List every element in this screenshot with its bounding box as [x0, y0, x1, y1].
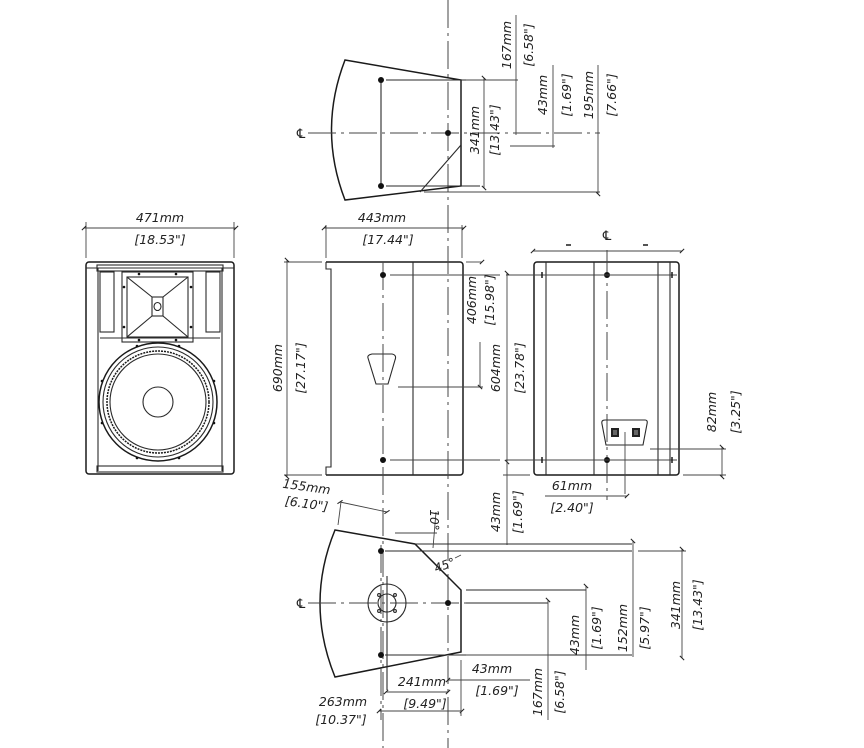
rigging-point-icon	[378, 652, 384, 658]
top-d2-mm: 43mm	[535, 75, 550, 115]
bottom-width-in: [13.43"]	[690, 579, 705, 630]
side-depth-mm: 443mm	[358, 210, 406, 225]
dim-263-in: [10.37"]	[315, 712, 366, 727]
front-bottom-rail	[96, 465, 224, 473]
front-view: 471mm [18.53"]	[81, 210, 239, 475]
angle-10-label: 10°	[427, 509, 441, 530]
connector-offset-mm: 61mm	[552, 478, 592, 493]
side-depth-in: [17.44"]	[362, 232, 413, 247]
side-front-lip	[325, 262, 332, 475]
top-d1-in: [6.58"]	[521, 23, 536, 66]
bottom-enclosure-outline	[319, 529, 462, 678]
top-d3-mm: 195mm	[581, 71, 596, 119]
rigging-point-icon	[378, 77, 384, 83]
horn-tweeter-icon	[121, 271, 194, 343]
front-width-in: [18.53"]	[134, 232, 185, 247]
bottom-offset-mm: 155mm	[282, 476, 332, 498]
angle-10-mark	[432, 511, 437, 549]
dim-241-in: [9.49"]	[403, 696, 446, 711]
centerline-symbol-icon: ℄	[296, 597, 306, 612]
rear-view: ℄ 82mm [3.25"] 61mm [2.40"] [23.78"	[488, 229, 743, 545]
side-height-in: [27.17"]	[293, 342, 308, 393]
front-enclosure-outline	[85, 261, 235, 475]
bottom-view: ℄ 10° 45° 341mm [13.43"] 152mm [5.97"] 4…	[296, 509, 705, 727]
dim-152-mm: 152mm	[615, 604, 630, 652]
handle-mm: 604mm	[488, 344, 503, 392]
dim-43-b-in: [1.69"]	[589, 606, 604, 649]
rigging-point-icon	[380, 457, 386, 463]
rigging-point-icon	[445, 130, 451, 136]
bottom-rig-mm: 43mm	[488, 492, 503, 532]
centerline-symbol-icon: ℄	[602, 229, 612, 244]
top-width-in: [13.43"]	[487, 104, 502, 155]
dim-167-b-mm: 167mm	[530, 668, 545, 716]
rigging-top-mm: 406mm	[464, 276, 479, 324]
top-d1-mm: 167mm	[499, 21, 514, 69]
pole-mount-socket-icon	[367, 576, 407, 690]
angle-45-mark	[454, 554, 462, 559]
dim-43-h-mm: 43mm	[472, 661, 512, 676]
front-top-rail	[96, 264, 224, 272]
bottom-offset-in: [6.10"]	[284, 493, 329, 514]
dim-155-ext	[337, 501, 342, 526]
dim-152-in: [5.97"]	[637, 606, 652, 649]
dim-43-b-mm: 43mm	[567, 615, 582, 655]
rigging-point-icon	[445, 600, 451, 606]
handle-icon	[367, 353, 397, 385]
rigging-span-in: [23.78"]	[512, 342, 527, 393]
rigging-top-in: [15.98"]	[482, 274, 497, 325]
angle-45-label: 45°	[432, 555, 457, 575]
front-left-pocket	[99, 271, 115, 333]
top-d2-in: [1.69"]	[559, 73, 574, 116]
bottom-width-mm: 341mm	[668, 581, 683, 629]
top-width-mm: 341mm	[467, 106, 482, 154]
dim-241-mm: 241mm	[398, 674, 446, 689]
dim-155-line	[337, 499, 390, 515]
dim-263-mm: 263mm	[319, 694, 367, 709]
top-view: ℄ 341mm [13.43"] 167mm [6.58"] 43mm [1.6…	[296, 15, 619, 201]
top-chamfer	[419, 144, 462, 193]
rigging-point-icon	[378, 548, 384, 554]
woofer-driver-icon	[98, 342, 218, 462]
connector-offset-in: [2.40"]	[550, 500, 593, 515]
front-right-pocket	[205, 271, 221, 333]
dim-167-b-in: [6.58"]	[552, 670, 567, 713]
centerline-symbol-icon: ℄	[296, 127, 306, 142]
rigging-point-icon	[378, 183, 384, 189]
top-enclosure-outline	[330, 59, 462, 201]
front-width-mm: 471mm	[136, 210, 184, 225]
side-enclosure-outline	[326, 261, 464, 476]
speakon-connector-panel-icon	[601, 419, 648, 446]
bottom-rig-in: [1.69"]	[510, 490, 525, 533]
rigging-point-icon	[380, 272, 386, 278]
dim-43-h-in: [1.69"]	[475, 683, 518, 698]
connector-height-mm: 82mm	[704, 392, 719, 432]
top-d3-in: [7.66"]	[604, 73, 619, 116]
side-height-mm: 690mm	[270, 344, 285, 392]
connector-height-in: [3.25"]	[728, 390, 743, 433]
